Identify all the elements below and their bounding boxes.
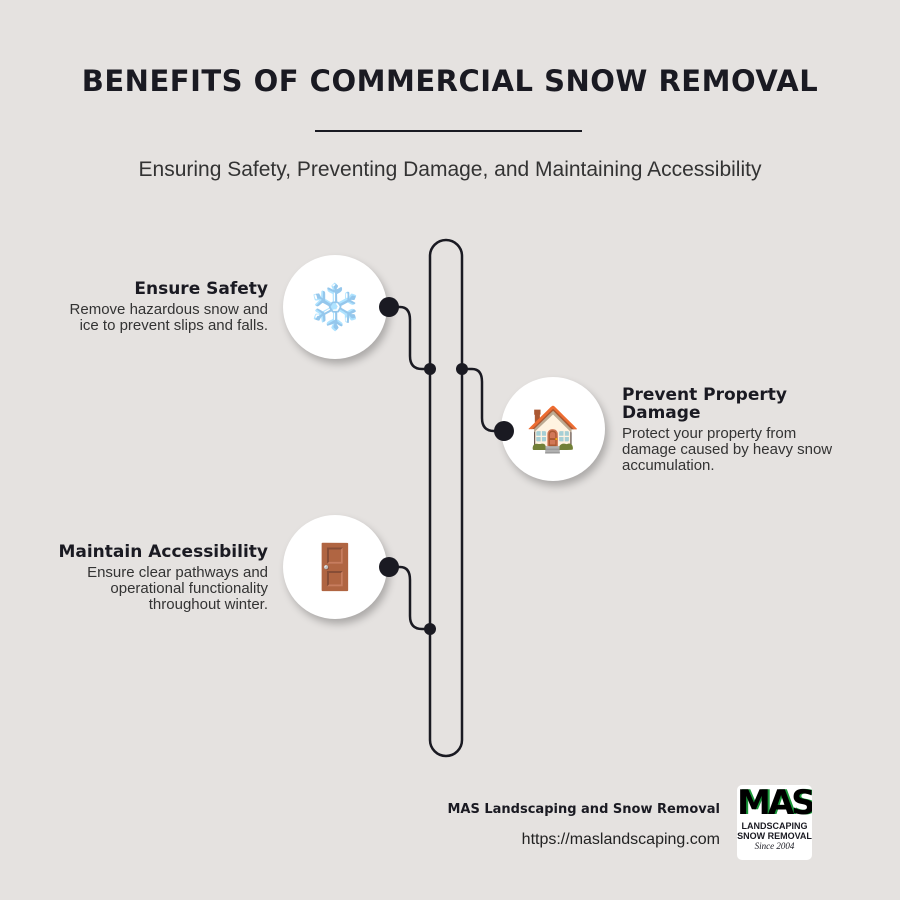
dot (424, 623, 436, 635)
benefit-text: Remove hazardous snow and ice to prevent… (69, 301, 268, 334)
company-url[interactable]: https://maslandscaping.com (521, 831, 720, 848)
snowflake-icon: ❄️ (283, 255, 387, 359)
benefit-text: Protect your property from damage caused… (622, 425, 833, 474)
dot (379, 557, 399, 577)
page-subtitle: Ensuring Safety, Preventing Damage, and … (138, 158, 762, 181)
door-icon: 🚪 (283, 515, 387, 619)
dot (494, 421, 514, 441)
dot (379, 297, 399, 317)
benefit-damage: Prevent Property Damage Protect your pro… (622, 386, 852, 474)
connector-access (389, 565, 430, 631)
benefit-title: Prevent Property Damage (622, 385, 787, 423)
company-logo: MAS LANDSCAPING SNOW REMOVAL Since 2004 (737, 785, 812, 860)
benefit-text: Ensure clear pathways and operational fu… (87, 564, 268, 613)
dot (456, 363, 468, 375)
benefit-safety: Ensure Safety Remove hazardous snow and … (28, 280, 268, 334)
dot (424, 363, 436, 375)
central-track (428, 238, 464, 758)
title-divider (315, 130, 582, 132)
benefit-accessibility: Maintain Accessibility Ensure clear path… (28, 543, 268, 613)
benefit-title: Maintain Accessibility (58, 542, 268, 562)
house-icon: 🏠 (501, 377, 605, 481)
page-title: BENEFITS OF COMMERCIAL SNOW REMOVAL (81, 64, 819, 98)
connector-damage (462, 367, 504, 433)
company-name: MAS Landscaping and Snow Removal (447, 802, 720, 817)
connector-safety (389, 305, 430, 371)
benefit-title: Ensure Safety (134, 279, 268, 299)
